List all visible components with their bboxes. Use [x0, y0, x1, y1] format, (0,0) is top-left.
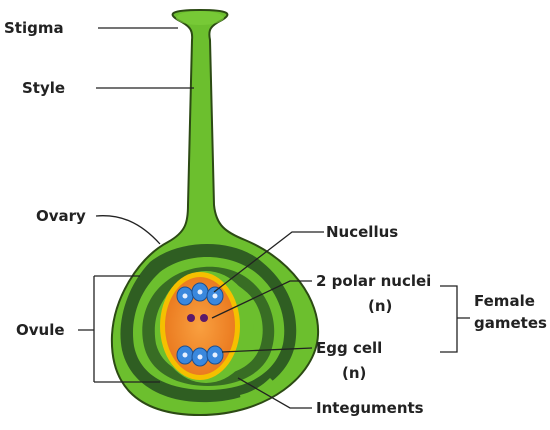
- egg-cell-label: Egg cell: [316, 339, 382, 357]
- integuments-label: Integuments: [316, 399, 424, 417]
- style-label: Style: [22, 79, 65, 97]
- stigma-top: [176, 11, 224, 25]
- ovary-leader: [96, 216, 160, 244]
- female-label: Female: [474, 292, 535, 310]
- nucellus-label: Nucellus: [326, 223, 398, 241]
- polar-ploidy-label: (n): [368, 297, 392, 315]
- ovule-label: Ovule: [16, 321, 65, 339]
- gametes-label: gametes: [474, 314, 547, 332]
- egg-ploidy-label: (n): [342, 364, 366, 382]
- egg-apparatus: [177, 346, 223, 366]
- stigma-label: Stigma: [4, 19, 64, 37]
- female-gametes-bracket: [440, 286, 470, 352]
- ovary-label: Ovary: [36, 207, 86, 225]
- polar-nuclei-label: 2 polar nuclei: [316, 272, 431, 290]
